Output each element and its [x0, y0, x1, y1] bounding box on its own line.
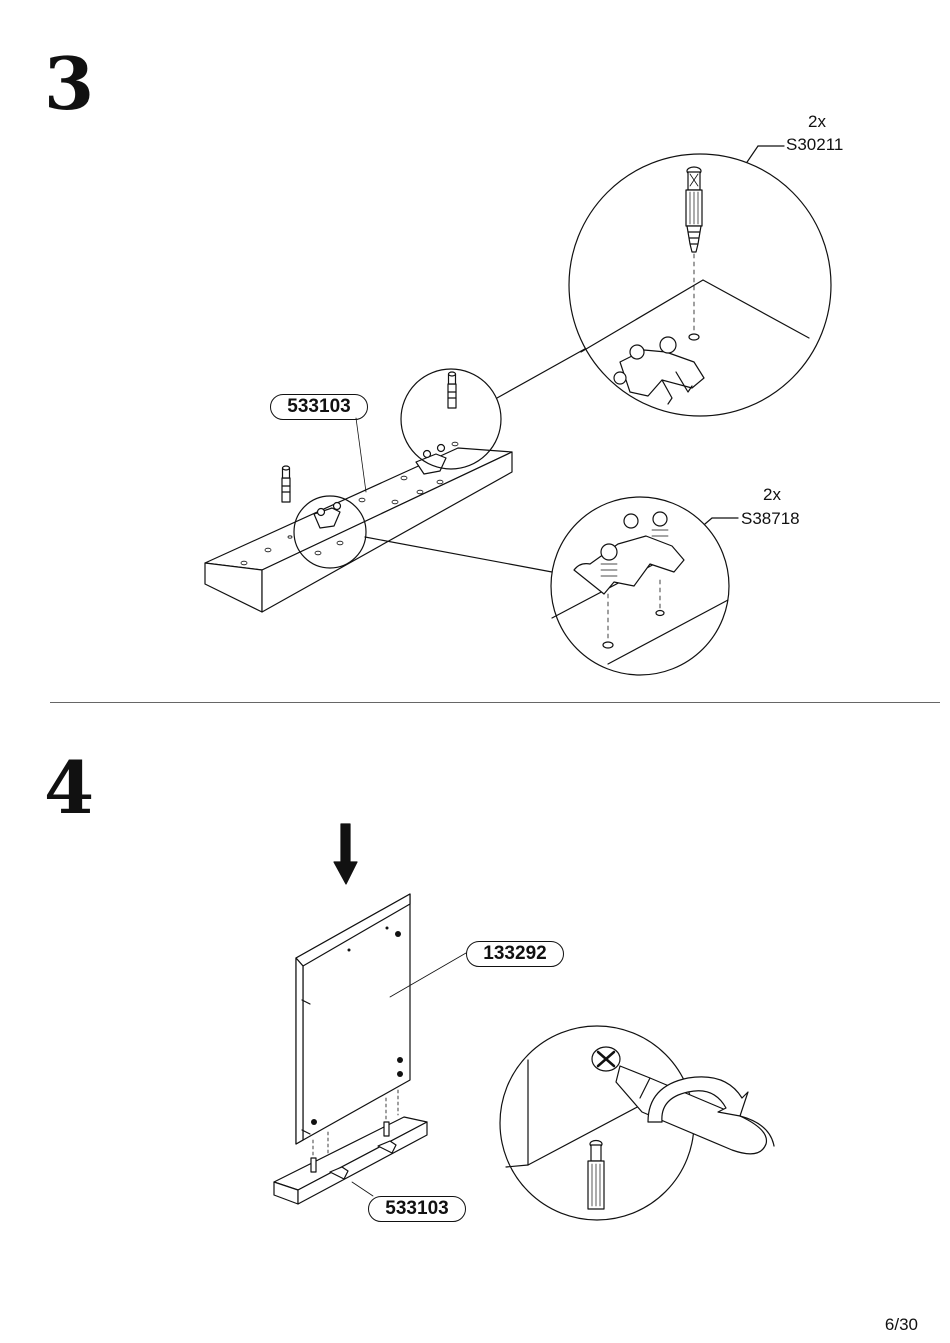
down-arrow-icon [334, 824, 357, 884]
detail-circle-screwdriver [500, 1026, 774, 1220]
side-panel-133292 [296, 894, 466, 1144]
page-number: 6/30 [885, 1315, 918, 1335]
